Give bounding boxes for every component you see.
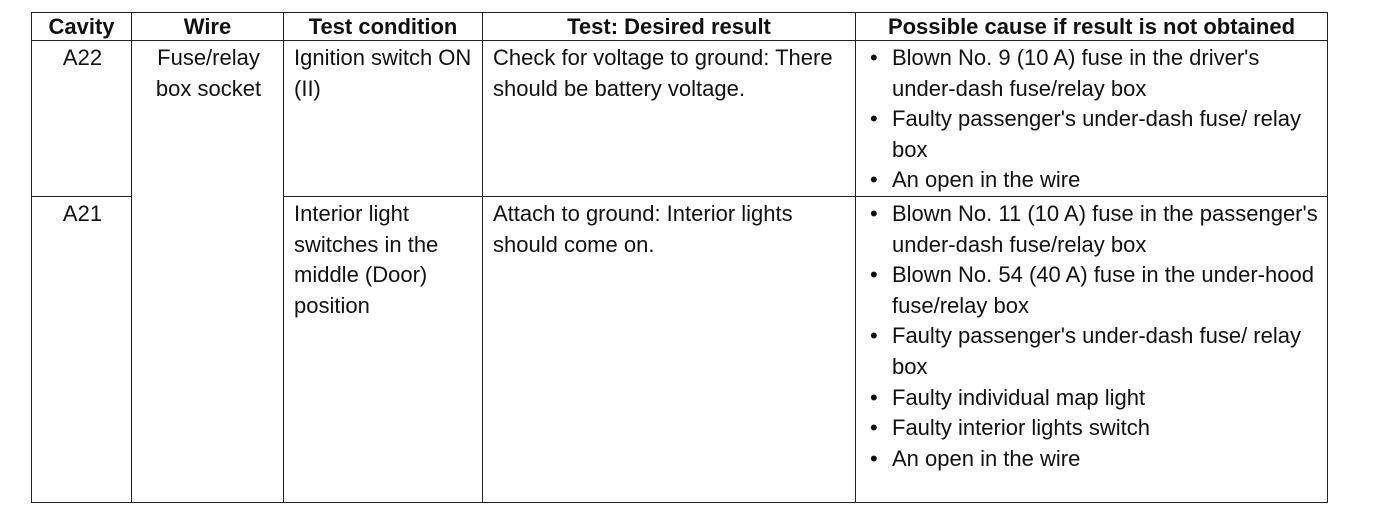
cause-list: Blown No. 11 (10 A) fuse in the passenge… <box>866 199 1319 474</box>
header-cavity: Cavity <box>31 12 132 41</box>
cause-item: Faulty interior lights switch <box>866 413 1319 444</box>
header-test-condition: Test condition <box>283 12 483 41</box>
cavity-cell: A21 <box>31 195 132 503</box>
cause-item: An open in the wire <box>866 165 1319 196</box>
test-condition-cell: Ignition switch ON (II) <box>283 40 483 197</box>
table-row: A22 Fuse/relay box socket Ignition switc… <box>31 40 1328 503</box>
header-test-desired-result: Test: Desired result <box>482 12 856 41</box>
cause-item: Blown No. 54 (40 A) fuse in the under-ho… <box>866 260 1319 321</box>
cause-item: Blown No. 9 (10 A) fuse in the driver's … <box>866 43 1319 104</box>
header-wire: Wire <box>131 12 284 41</box>
table-header-row: Cavity Wire Test condition Test: Desired… <box>31 12 1328 41</box>
cause-item: Faulty passenger's under-dash fuse/ rela… <box>866 104 1319 165</box>
wire-text: Fuse/relay box socket <box>155 45 262 101</box>
cause-item: Faulty individual map light <box>866 383 1319 414</box>
cause-list: Blown No. 9 (10 A) fuse in the driver's … <box>866 43 1319 196</box>
cavity-cell: A22 <box>31 40 132 197</box>
test-result-cell: Check for voltage to ground: There shoul… <box>482 40 856 197</box>
test-result-cell: Attach to ground: Interior lights should… <box>482 195 856 503</box>
cause-item: An open in the wire <box>866 444 1319 475</box>
table-row: A21 Interior light switches in the middl… <box>31 195 1328 503</box>
test-condition-cell: Interior light switches in the middle (D… <box>283 195 483 503</box>
wire-cell: Fuse/relay box socket <box>131 40 284 503</box>
possible-cause-cell: Blown No. 9 (10 A) fuse in the driver's … <box>855 40 1328 197</box>
cause-item: Blown No. 11 (10 A) fuse in the passenge… <box>866 199 1319 260</box>
possible-cause-cell: Blown No. 11 (10 A) fuse in the passenge… <box>855 195 1328 503</box>
cause-item: Faulty passenger's under-dash fuse/ rela… <box>866 321 1319 382</box>
header-possible-cause: Possible cause if result is not obtained <box>855 12 1328 41</box>
diagnostic-table-container: Cavity Wire Test condition Test: Desired… <box>31 12 1328 503</box>
diagnostic-table: Cavity Wire Test condition Test: Desired… <box>31 12 1328 503</box>
